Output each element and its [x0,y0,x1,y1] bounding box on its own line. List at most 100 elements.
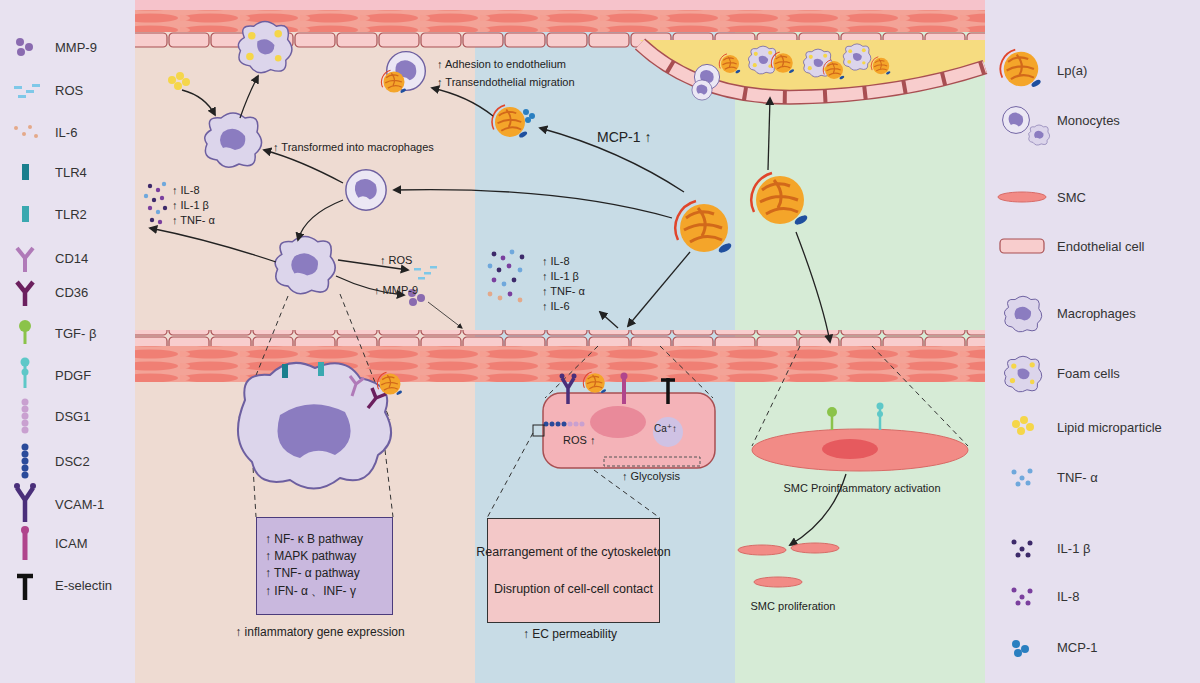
annotation-label: ↑ Adhesion to endothelium [437,58,566,70]
lpa-particle [719,54,741,74]
legend-text: DSC2 [55,454,90,469]
annotation-label: SMC Proinflammatory activation [783,482,940,494]
zoom-lines [238,294,968,518]
annotation-label: SMC proliferation [751,600,836,612]
tlr4-icon [22,164,29,180]
dsc2-icon [22,458,29,465]
pdgf-bead [877,411,883,417]
cytokine-dot [520,255,525,260]
legend-text: IL-1 β [1057,541,1091,556]
legend-text: Monocytes [1057,113,1120,128]
legend-text: Macrophages [1057,306,1136,321]
cytokine-dot [510,250,515,255]
lpa-particle [492,105,528,138]
arrows [150,76,846,545]
annotation-label: ↑ TNF- α [542,285,585,297]
mcp1-icon [1012,640,1020,648]
nucleus [822,439,878,459]
legend-text: ICAM [55,536,88,551]
il1b-icon [1012,540,1017,545]
legend-text: SMC [1057,190,1086,205]
lpa-particle [871,57,891,75]
arrow [182,90,215,115]
legend-text: TGF- β [55,326,96,341]
il6-icon [34,134,38,138]
cytokine-dot [144,194,148,198]
lpa-particle [377,372,402,395]
arrow [432,88,493,116]
arrow [600,312,618,328]
cytokine-dot [501,256,506,261]
annotation-label: ↑ ROS [380,254,412,266]
icam-receptor [622,376,626,404]
ros-mark [424,272,431,275]
il6-icon [22,132,26,136]
il6-icon [14,126,18,130]
lipid-dot [168,76,176,84]
cytokine-dot [518,298,523,303]
lipid-dot [182,78,190,86]
lipid-icon [1020,416,1028,424]
legend-text: ROS [55,83,83,98]
lpa-particle [583,372,606,394]
nucleus [590,406,646,438]
legend-text: TLR4 [55,165,87,180]
macrophage-zoom [238,363,391,489]
legend-panel [985,0,1200,683]
pdgf-icon [22,369,29,376]
mcp1-icon [1014,649,1022,657]
legend-text: CD14 [55,251,88,266]
lipid-dot [176,72,184,80]
mmp9-dot [409,298,417,306]
vcam1-icon [14,483,20,489]
cytokine-dot [512,278,517,283]
smc-cell [738,545,786,555]
cytokine-dot [488,264,493,269]
cytokine-dot [163,206,167,210]
ros-icon [26,90,34,93]
mmp9-icon [17,48,25,56]
annotation-label: Ca⁺↑ [654,423,677,434]
cytokine-dot [152,198,156,202]
il8-icon [1016,601,1021,606]
dsc2-icon [22,451,29,458]
il8-icon [1028,589,1033,594]
mmp9-icon [16,38,24,46]
legend-text: TLR2 [55,207,87,222]
il1b-icon [1016,553,1021,558]
lipid-microparticle [168,72,190,90]
cytokine-dot [162,182,166,186]
arrow [768,98,770,170]
cytokine-dot [488,292,493,297]
lipid-icon [1017,427,1025,435]
box-text: ↑ NF- κ B pathway [265,532,363,546]
dsg1-bead [568,422,573,427]
zoom-square [533,425,544,436]
tnf-icon [1012,470,1017,475]
dsc2-icon [22,465,29,472]
calcium-store [653,417,683,447]
monocyte-icon [1029,125,1050,145]
icam-icon [23,530,28,560]
lipid-dot [174,82,182,90]
arrow [394,190,672,218]
cytokine-dot [148,184,152,188]
annotation-label: ↑ Transendothelial migration [437,76,575,88]
dsg1-icon [22,399,29,406]
annotation-label: ↑ TNF- α [172,214,215,226]
cytokine-dot [497,268,502,273]
cytokine-dot [148,206,152,210]
smc-icon [998,192,1046,202]
mcp1-dots [523,109,535,123]
il1b-icon [1028,541,1033,546]
annotation-label: ↑ IL-6 [542,300,570,312]
box-text: ↑ MAPK pathway [265,549,356,563]
macrophage [275,236,335,293]
endothelial-cell-icon [1000,239,1044,253]
il6-icon [28,125,32,129]
lipid-icon [1012,420,1020,428]
ros-icon [14,86,22,89]
vcam1-bead [560,374,565,379]
ros-icon [32,84,40,87]
lpa-particle [751,173,809,227]
